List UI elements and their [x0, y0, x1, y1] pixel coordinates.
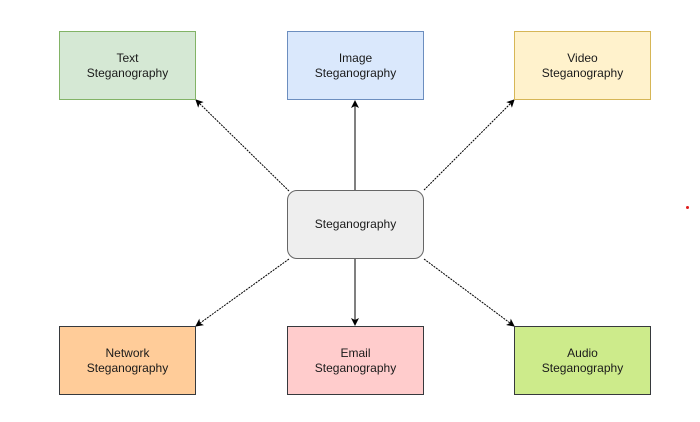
edge-center-to-network — [195, 258, 290, 327]
node-audio-steganography: Audio Steganography — [514, 326, 651, 395]
node-video-steganography: Video Steganography — [514, 31, 651, 100]
node-image-steganography: Image Steganography — [287, 31, 424, 100]
node-network-steganography: Network Steganography — [59, 326, 196, 395]
node-email-steganography: Email Steganography — [287, 326, 424, 395]
edge-center-to-video — [423, 99, 515, 191]
edge-center-to-audio — [423, 258, 515, 327]
edge-center-to-text — [195, 99, 290, 192]
stray-red-mark — [686, 206, 689, 209]
node-text-steganography: Text Steganography — [59, 31, 196, 100]
node-steganography-center: Steganography — [287, 190, 424, 259]
